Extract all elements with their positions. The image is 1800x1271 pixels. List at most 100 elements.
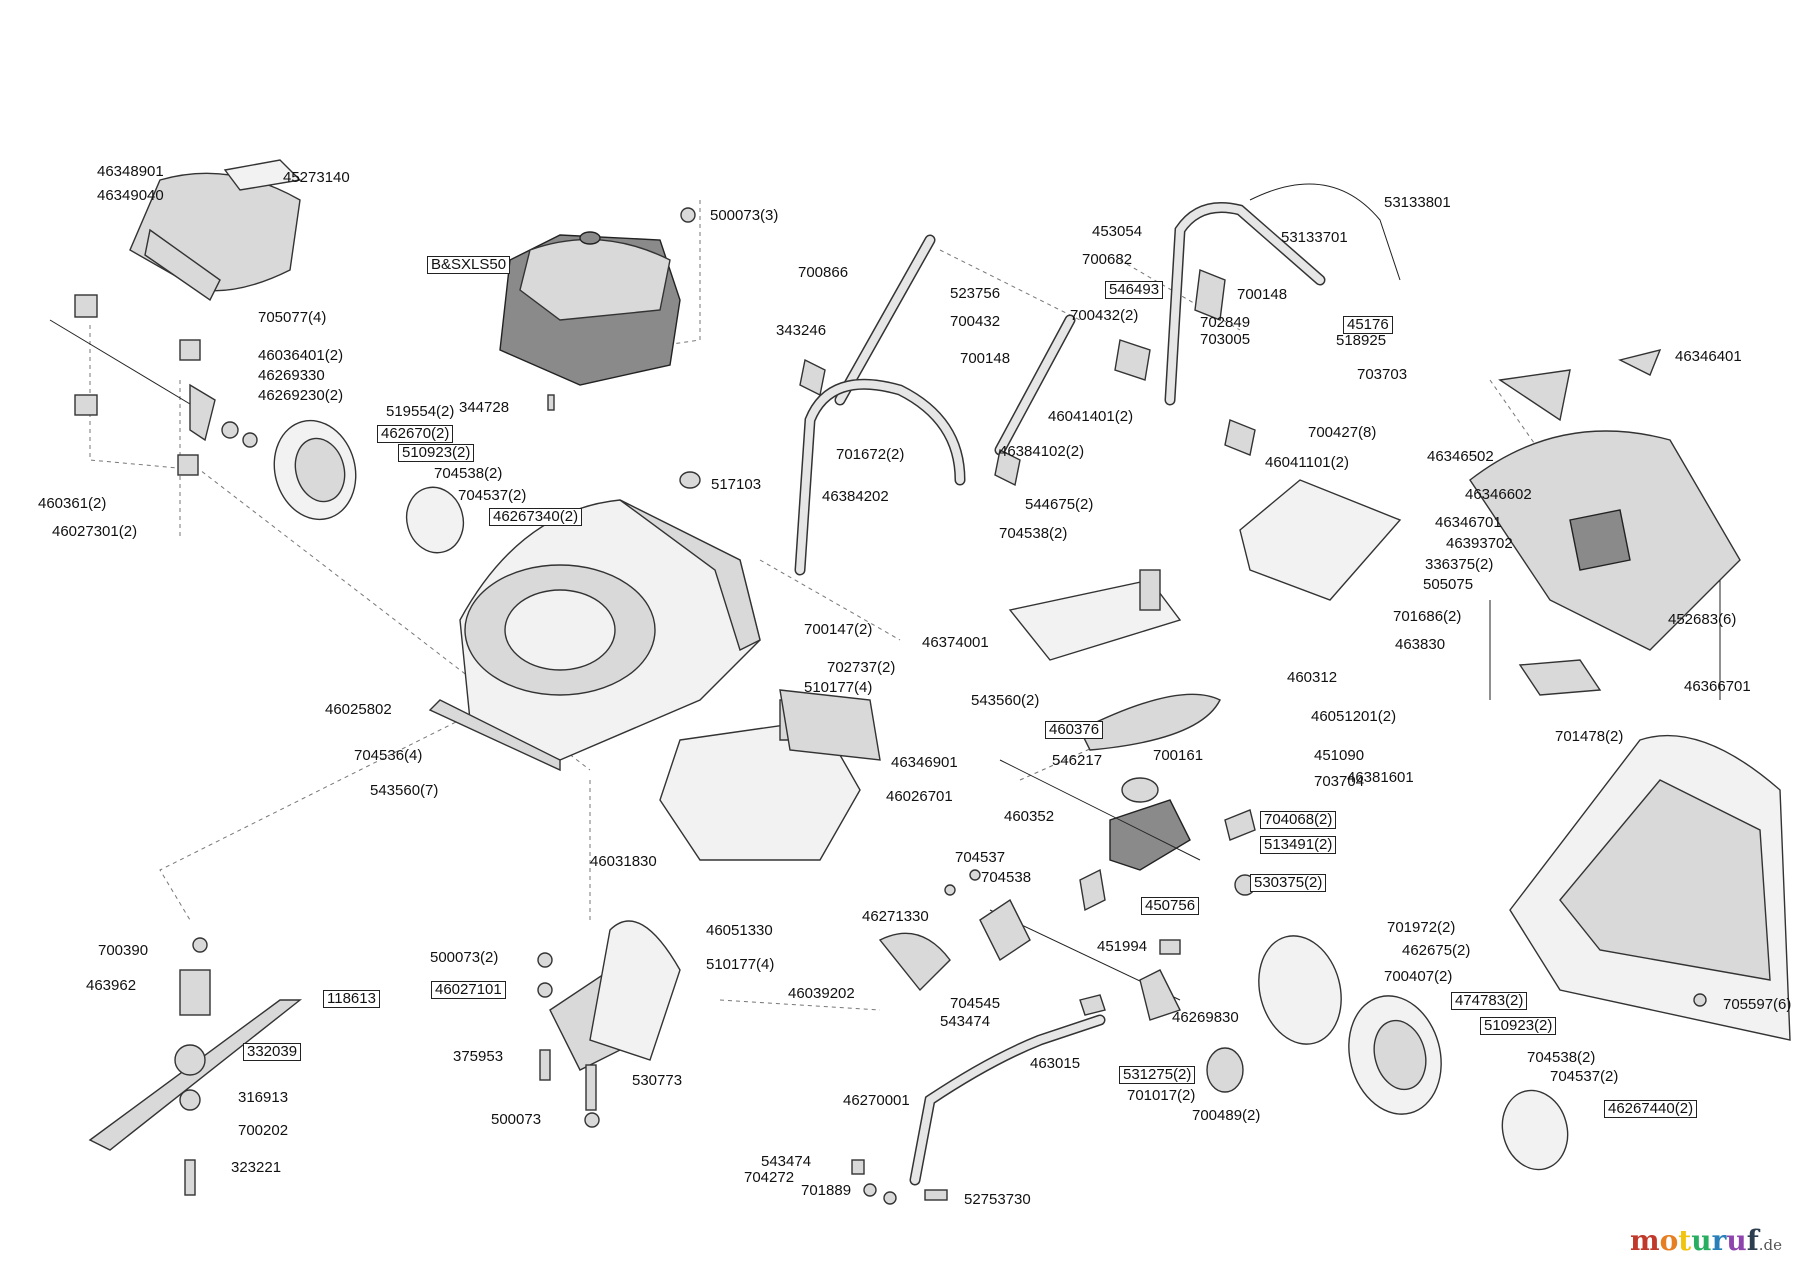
- part-label: 46036401(2): [258, 347, 344, 364]
- part-label: 704545: [950, 995, 1001, 1012]
- engine-cover: [129, 159, 302, 302]
- part-label: 316913: [238, 1089, 289, 1106]
- part-label: 518925: [1336, 332, 1387, 349]
- part-label: 700432: [950, 313, 1001, 330]
- part-label: 343246: [776, 322, 827, 339]
- part-label: 46031830: [590, 853, 657, 870]
- assembly-guide-lines: [89, 200, 1721, 1011]
- part-label: 544675(2): [1025, 496, 1094, 513]
- part-label: 703704: [1314, 773, 1365, 790]
- part-label: 46346602: [1465, 486, 1532, 503]
- part-label: 704538(2): [434, 465, 503, 482]
- handle-tubes: [794, 202, 1326, 576]
- part-label: 523756: [950, 285, 1001, 302]
- left-height-adjust-assembly: [49, 294, 258, 476]
- part-label: 46267440(2): [1604, 1100, 1698, 1118]
- part-label: 46271330: [862, 908, 929, 925]
- part-label: 704272: [744, 1169, 795, 1186]
- part-label: 500073(2): [430, 949, 499, 966]
- part-label: 700148: [960, 350, 1011, 367]
- part-label: 46027301(2): [52, 523, 138, 540]
- part-label: 700489(2): [1192, 1107, 1261, 1124]
- part-label: 531275(2): [1119, 1066, 1196, 1084]
- part-label: 46269230(2): [258, 387, 344, 404]
- part-label: 323221: [231, 1159, 282, 1176]
- part-label: 500073: [491, 1111, 542, 1128]
- part-label: 45176: [1343, 316, 1393, 334]
- part-label: 118613: [323, 990, 380, 1008]
- part-label: 704538: [981, 869, 1032, 886]
- part-label: 704537(2): [1550, 1068, 1619, 1085]
- part-label: 519554(2): [386, 403, 455, 420]
- part-label: 46381601: [1347, 769, 1414, 786]
- part-label: 700427(8): [1308, 424, 1377, 441]
- brand-watermark: moturuf.de: [1630, 1224, 1782, 1257]
- part-label: 46027101: [431, 981, 506, 999]
- part-label: 451090: [1314, 747, 1365, 764]
- part-label: 700407(2): [1384, 968, 1453, 985]
- front-wheel-cap: [1258, 935, 1342, 1045]
- handle-fixings: [799, 183, 1401, 487]
- part-label: 704537(2): [458, 487, 527, 504]
- part-label: 701672(2): [836, 446, 905, 463]
- part-label: 463830: [1395, 636, 1446, 653]
- part-label: 462670(2): [377, 425, 454, 443]
- part-label: 460312: [1287, 669, 1338, 686]
- part-label: 344728: [459, 399, 510, 416]
- part-label: 336375(2): [1425, 556, 1494, 573]
- small-fixings: [851, 809, 1256, 1205]
- part-label: 701017(2): [1127, 1087, 1196, 1104]
- part-label: 700866: [798, 264, 849, 281]
- part-label: 46374001: [922, 634, 989, 651]
- part-label: 517103: [711, 476, 762, 493]
- part-label: 460376: [1045, 721, 1104, 739]
- part-label: 46384202: [822, 488, 889, 505]
- part-label: 702849: [1200, 314, 1251, 331]
- part-label: 505075: [1423, 576, 1474, 593]
- part-label: 700202: [238, 1122, 289, 1139]
- part-label: 530773: [632, 1072, 683, 1089]
- part-label: 45273140: [283, 169, 350, 186]
- part-label: 332039: [243, 1043, 302, 1061]
- part-label: 463962: [86, 977, 137, 994]
- part-label: 46384102(2): [999, 443, 1085, 460]
- front-wheel: [1348, 995, 1569, 1171]
- part-label: 704536(4): [354, 747, 423, 764]
- part-label: 700432(2): [1070, 307, 1139, 324]
- part-label: 704538(2): [1527, 1049, 1596, 1066]
- front-height-lever: [909, 898, 1181, 1186]
- part-label: 704068(2): [1260, 811, 1337, 829]
- part-label: 46041401(2): [1048, 408, 1134, 425]
- part-label: 543474: [761, 1153, 812, 1170]
- rear-deflector: [1008, 569, 1182, 661]
- gearbox: [999, 759, 1201, 871]
- part-label: 701972(2): [1387, 919, 1456, 936]
- part-label: 452683(6): [1668, 611, 1737, 628]
- part-label: 46269330: [258, 367, 325, 384]
- part-label: 705597(6): [1723, 996, 1792, 1013]
- part-label: 543474: [940, 1013, 991, 1030]
- front-axle-bracket: [537, 920, 681, 1128]
- part-label: 46026701: [886, 788, 953, 805]
- brand-tld: .de: [1758, 1236, 1782, 1254]
- rear-wheel-left: [273, 419, 465, 554]
- part-label: 46346701: [1435, 514, 1502, 531]
- part-label: 46346901: [891, 754, 958, 771]
- part-label: 460352: [1004, 808, 1055, 825]
- part-label: 46269830: [1172, 1009, 1239, 1026]
- part-label: 701686(2): [1393, 608, 1462, 625]
- height-adjust-gear: [1206, 1047, 1244, 1093]
- engine: [499, 231, 681, 386]
- part-label: 46051330: [706, 922, 773, 939]
- part-label: 700161: [1153, 747, 1204, 764]
- part-label: 700147(2): [804, 621, 873, 638]
- part-label: 530375(2): [1250, 874, 1327, 892]
- part-label: 510923(2): [398, 444, 475, 462]
- part-label: 701478(2): [1555, 728, 1624, 745]
- part-label: 700390: [98, 942, 149, 959]
- part-label: 46267340(2): [489, 508, 583, 526]
- part-label: 46366701: [1684, 678, 1751, 695]
- part-label: 701889: [801, 1182, 852, 1199]
- part-label: 53133701: [1281, 229, 1348, 246]
- rear-flap: [659, 689, 881, 861]
